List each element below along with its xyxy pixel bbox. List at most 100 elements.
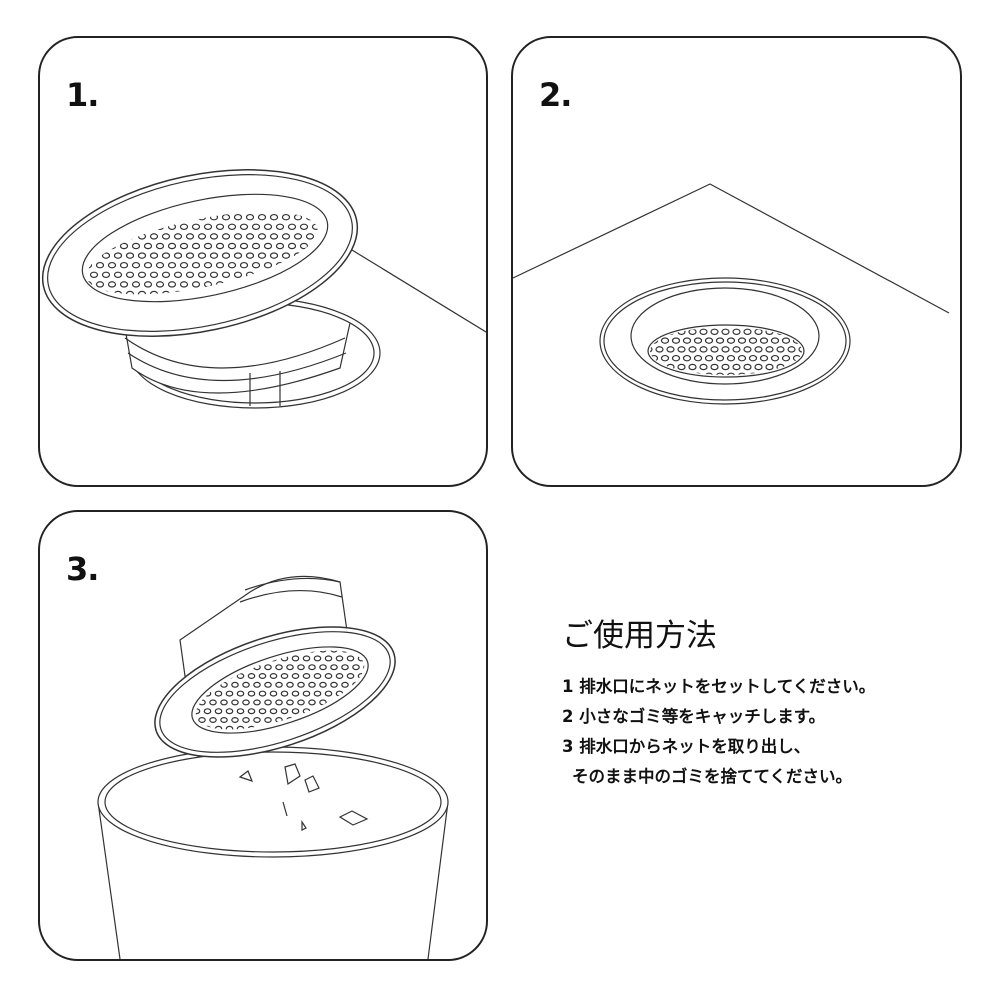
mesh-hole	[177, 630, 183, 635]
mesh-hole	[143, 242, 153, 250]
mesh-hole	[324, 655, 333, 662]
mesh-hole	[89, 271, 99, 279]
mesh-hole	[805, 338, 812, 343]
mesh-hole	[269, 673, 278, 680]
mesh-hole	[330, 681, 338, 688]
mesh-hole	[197, 271, 207, 279]
mesh-hole	[214, 690, 223, 697]
mesh-hole	[258, 690, 267, 697]
mesh-hole	[281, 252, 291, 259]
mesh-hole	[302, 655, 311, 662]
mesh-hole	[67, 195, 74, 200]
mesh-hole	[269, 213, 279, 221]
mesh-hole	[781, 337, 791, 344]
mesh-hole	[291, 673, 300, 680]
mesh-hole	[215, 242, 225, 250]
mesh-hole	[677, 346, 686, 353]
mesh-hole	[242, 681, 250, 688]
mesh-hole	[726, 354, 736, 362]
mesh-hole	[308, 699, 316, 706]
mesh-hole	[313, 690, 322, 697]
mesh-hole	[798, 328, 802, 336]
mesh-hole	[291, 690, 300, 697]
mesh-hole	[242, 717, 250, 724]
mesh-hole	[743, 346, 752, 353]
mesh-hole	[227, 261, 237, 269]
mesh-hole	[257, 233, 267, 240]
mesh-hole	[640, 320, 647, 325]
mesh-hole	[324, 690, 333, 697]
mesh-hole	[302, 673, 311, 680]
mesh-hole	[269, 252, 279, 259]
mesh-hole	[253, 717, 261, 724]
mesh-hole	[770, 337, 780, 344]
mesh-hole	[161, 271, 171, 279]
mesh-hole	[765, 346, 774, 353]
mesh-hole	[113, 252, 123, 259]
mesh-hole	[225, 708, 234, 715]
mesh-hole	[161, 252, 171, 259]
mesh-hole	[640, 338, 647, 343]
mesh-hole	[688, 328, 697, 336]
mesh-hole	[185, 233, 195, 240]
mesh-hole	[264, 717, 272, 724]
mesh-hole	[666, 346, 675, 353]
mesh-hole	[179, 223, 189, 231]
mesh-hole	[253, 681, 261, 688]
mesh-hole	[323, 281, 325, 288]
mesh-hole	[368, 708, 373, 715]
step-number: 1.	[66, 76, 99, 114]
mesh-hole	[251, 242, 261, 250]
mesh-hole	[684, 320, 691, 325]
mesh-hole	[732, 328, 741, 336]
instructions-title: ご使用方法	[562, 618, 717, 654]
step-number: 2.	[539, 76, 572, 114]
mesh-hole	[263, 261, 273, 269]
mesh-hole	[363, 734, 371, 741]
mesh-hole	[209, 717, 217, 724]
mesh-hole	[185, 252, 195, 259]
mesh-hole	[197, 233, 207, 240]
mesh-hole	[131, 281, 141, 288]
mesh-hole	[220, 717, 228, 724]
mesh-hole	[236, 690, 245, 697]
mesh-hole	[721, 363, 730, 371]
mesh-hole	[231, 699, 239, 706]
mesh-hole	[143, 281, 153, 288]
mesh-hole	[225, 690, 234, 697]
mesh-hole	[143, 261, 153, 269]
mesh-hole	[191, 261, 201, 269]
mesh-hole	[805, 320, 812, 325]
mesh-hole	[247, 690, 256, 697]
mesh-hole	[149, 252, 159, 259]
mesh-hole	[269, 690, 278, 697]
mesh-hole	[363, 717, 371, 724]
mesh-hole	[264, 664, 272, 671]
mesh-hole	[251, 223, 261, 231]
mesh-hole	[245, 213, 255, 221]
mesh-hole	[693, 337, 703, 344]
mesh-hole	[693, 372, 703, 375]
mesh-hole	[346, 655, 355, 662]
mesh-hole	[677, 363, 686, 371]
mesh-hole	[375, 630, 381, 635]
mesh-hole	[95, 261, 105, 269]
mesh-hole	[297, 664, 305, 671]
mesh-hole	[732, 363, 741, 371]
mesh-hole	[772, 320, 779, 325]
mesh-hole	[331, 291, 338, 296]
mesh-hole	[341, 734, 349, 741]
mesh-hole	[759, 337, 769, 344]
mesh-hole	[101, 195, 111, 202]
mesh-hole	[253, 699, 261, 706]
mesh-hole	[233, 271, 243, 279]
strainer-in-sink-illustration	[513, 183, 950, 405]
mesh-hole	[308, 664, 316, 671]
mesh-hole	[275, 664, 283, 671]
mesh-hole	[286, 699, 294, 706]
mesh-hole	[743, 363, 752, 371]
mesh-hole	[131, 242, 141, 250]
mesh-hole	[257, 213, 267, 221]
mesh-hole	[161, 233, 171, 240]
mesh-hole	[101, 252, 111, 259]
